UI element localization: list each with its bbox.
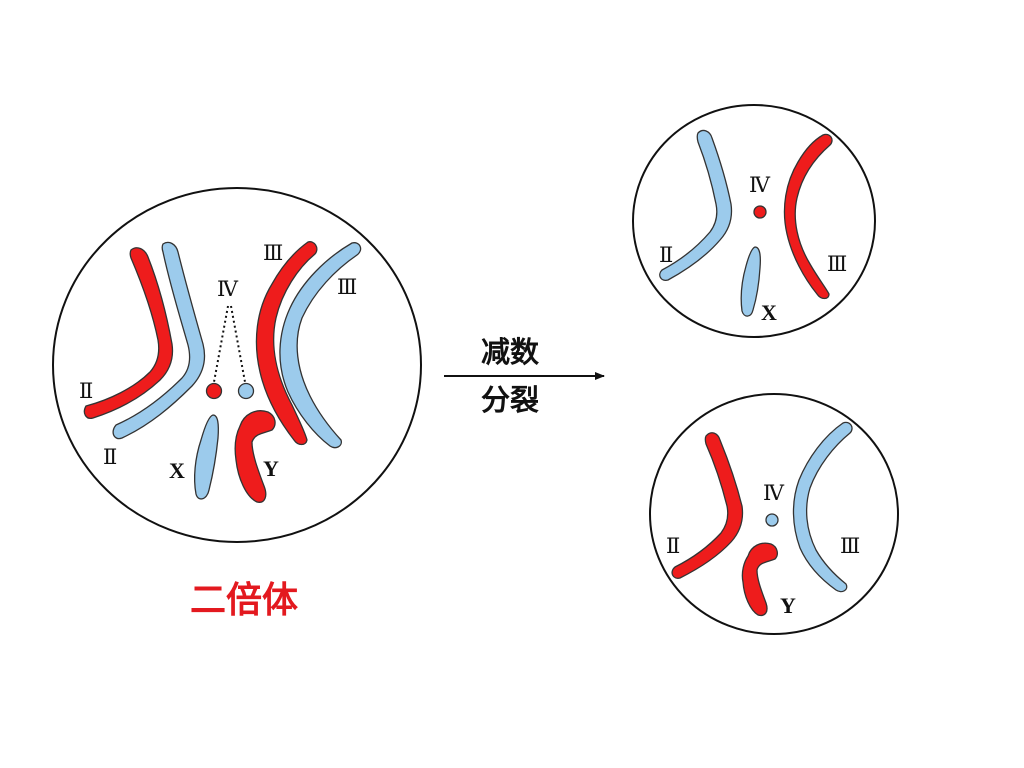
arrow-label-bottom: 分裂 (481, 383, 539, 417)
chromosome-iv-blue (237, 382, 255, 400)
label-iii-red: Ⅲ (263, 241, 283, 265)
gamete-y-label-ii: Ⅱ (666, 534, 680, 558)
label-ii-red: Ⅱ (79, 379, 93, 403)
chromosome-y (234, 410, 276, 503)
diploid-cell-membrane (52, 187, 422, 543)
gamete-x-label-iv: Ⅳ (749, 173, 771, 197)
gamete-x-chromosome-x (740, 246, 761, 317)
meiosis-arrow: 减数 分裂 (444, 335, 605, 417)
gamete-x-label-ii: Ⅱ (659, 243, 673, 267)
gamete-x-label-iii: Ⅲ (827, 252, 847, 276)
gamete-x-label-x: X (761, 300, 777, 325)
chromosome-x (194, 414, 219, 500)
gamete-x-chromosome-ii (659, 129, 733, 281)
label-iii-blue: Ⅲ (337, 275, 357, 299)
chromosome-iii-red (255, 241, 318, 446)
gamete-x-chromosome-iii (783, 133, 833, 300)
gamete-y-label-iii: Ⅲ (840, 534, 860, 558)
diploid-cell: Ⅱ Ⅱ Ⅲ Ⅲ Ⅳ X Y (52, 187, 422, 543)
gamete-y-chromosome-ii (671, 432, 744, 579)
arrow-label-top: 减数 (481, 335, 540, 369)
gamete-y-chromosome-iv (765, 513, 779, 527)
gamete-y-cell: Ⅱ Ⅳ Ⅲ Y (649, 393, 899, 635)
chromosome-ii-red (83, 247, 174, 419)
gamete-y-label-iv: Ⅳ (763, 481, 785, 505)
gamete-y-chromosome-iii (792, 421, 853, 593)
gamete-x-chromosome-iv (753, 205, 767, 219)
gamete-y-label-y: Y (780, 593, 796, 618)
label-iv: Ⅳ (217, 277, 239, 301)
chromosome-iv-red (205, 382, 223, 400)
label-x: X (169, 458, 185, 483)
chromosome-ii-blue (112, 241, 206, 440)
label-ii-blue: Ⅱ (103, 445, 117, 469)
label-y: Y (263, 456, 279, 481)
chromosome-iii-blue (279, 242, 362, 449)
gamete-y-chromosome-y (741, 542, 778, 617)
gamete-x-cell: Ⅱ Ⅳ Ⅲ X (632, 104, 876, 338)
diploid-caption: 二倍体 (190, 580, 298, 621)
